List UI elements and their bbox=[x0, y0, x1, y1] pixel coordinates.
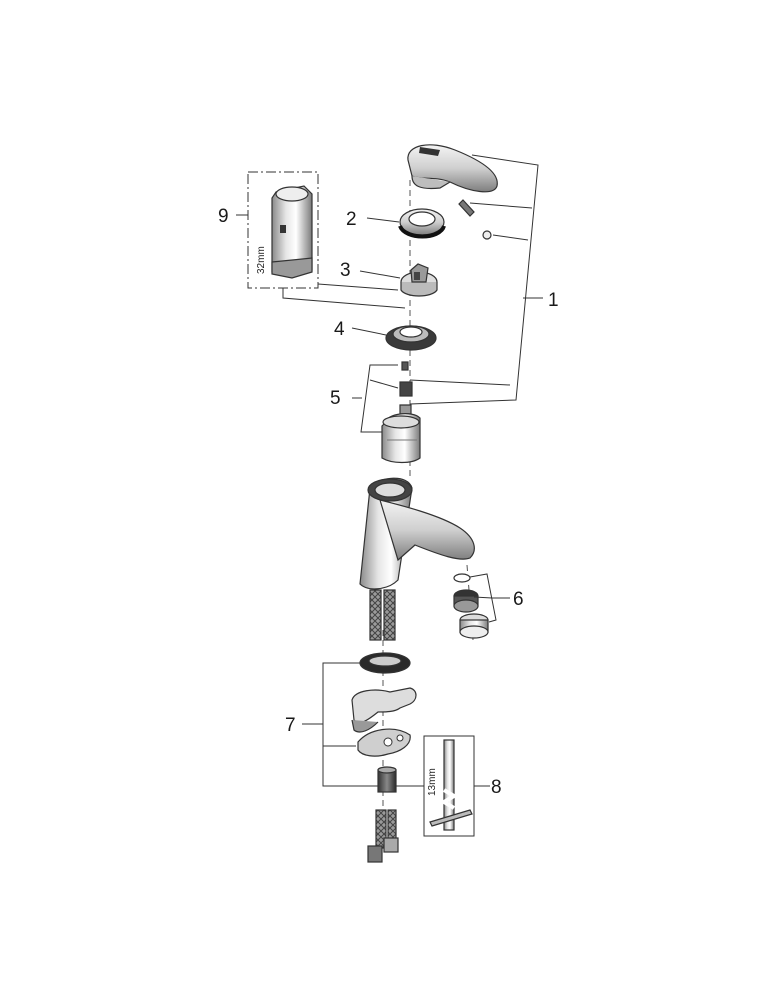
adapter bbox=[400, 263, 438, 297]
fixing-half-washer bbox=[351, 687, 417, 733]
socket-tool: 32mm bbox=[247, 171, 319, 289]
threaded-nut bbox=[385, 325, 437, 351]
callout-4-label: 4 bbox=[334, 319, 345, 340]
callout-1-bracket bbox=[409, 154, 543, 405]
callout-3-leader bbox=[359, 270, 401, 279]
cap-plug bbox=[482, 230, 492, 240]
callout-2-label: 2 bbox=[346, 209, 357, 230]
lever-handle bbox=[407, 144, 498, 193]
hose-connector-nuts bbox=[367, 837, 399, 863]
callout-3-label: 3 bbox=[340, 260, 351, 281]
callout-5-bracket bbox=[352, 364, 399, 433]
aerator-housing bbox=[459, 613, 489, 639]
callout-5-label: 5 bbox=[330, 388, 341, 409]
callout-6-label: 6 bbox=[513, 589, 524, 610]
hex-key-tool: 13mm bbox=[423, 735, 475, 837]
mixer-body bbox=[359, 477, 475, 590]
callout-9-connector bbox=[282, 283, 406, 309]
hex-key-size-label: 13mm bbox=[427, 768, 438, 796]
fixing-o-ring bbox=[359, 652, 411, 674]
aerator-washer bbox=[453, 573, 471, 583]
callout-1-label: 1 bbox=[548, 290, 559, 311]
grub-screw bbox=[458, 199, 475, 217]
cartridge-screw bbox=[401, 361, 409, 371]
socket-size-label: 32mm bbox=[256, 246, 267, 274]
callout-8-label: 8 bbox=[491, 777, 502, 798]
callout-6-bracket bbox=[469, 573, 510, 623]
cover-ring bbox=[398, 208, 446, 239]
callout-7-bracket bbox=[302, 662, 378, 787]
threaded-rod-nut bbox=[377, 766, 397, 793]
callout-9-label: 9 bbox=[218, 206, 229, 227]
flexible-hoses bbox=[369, 589, 397, 849]
callout-2-leader bbox=[366, 217, 400, 223]
cartridge-stem-adapter bbox=[399, 381, 413, 397]
cartridge bbox=[381, 404, 421, 464]
fixing-plate bbox=[357, 728, 411, 757]
callout-4-leader bbox=[351, 327, 387, 336]
aerator-insert bbox=[453, 589, 479, 613]
callout-7-label: 7 bbox=[285, 715, 296, 736]
